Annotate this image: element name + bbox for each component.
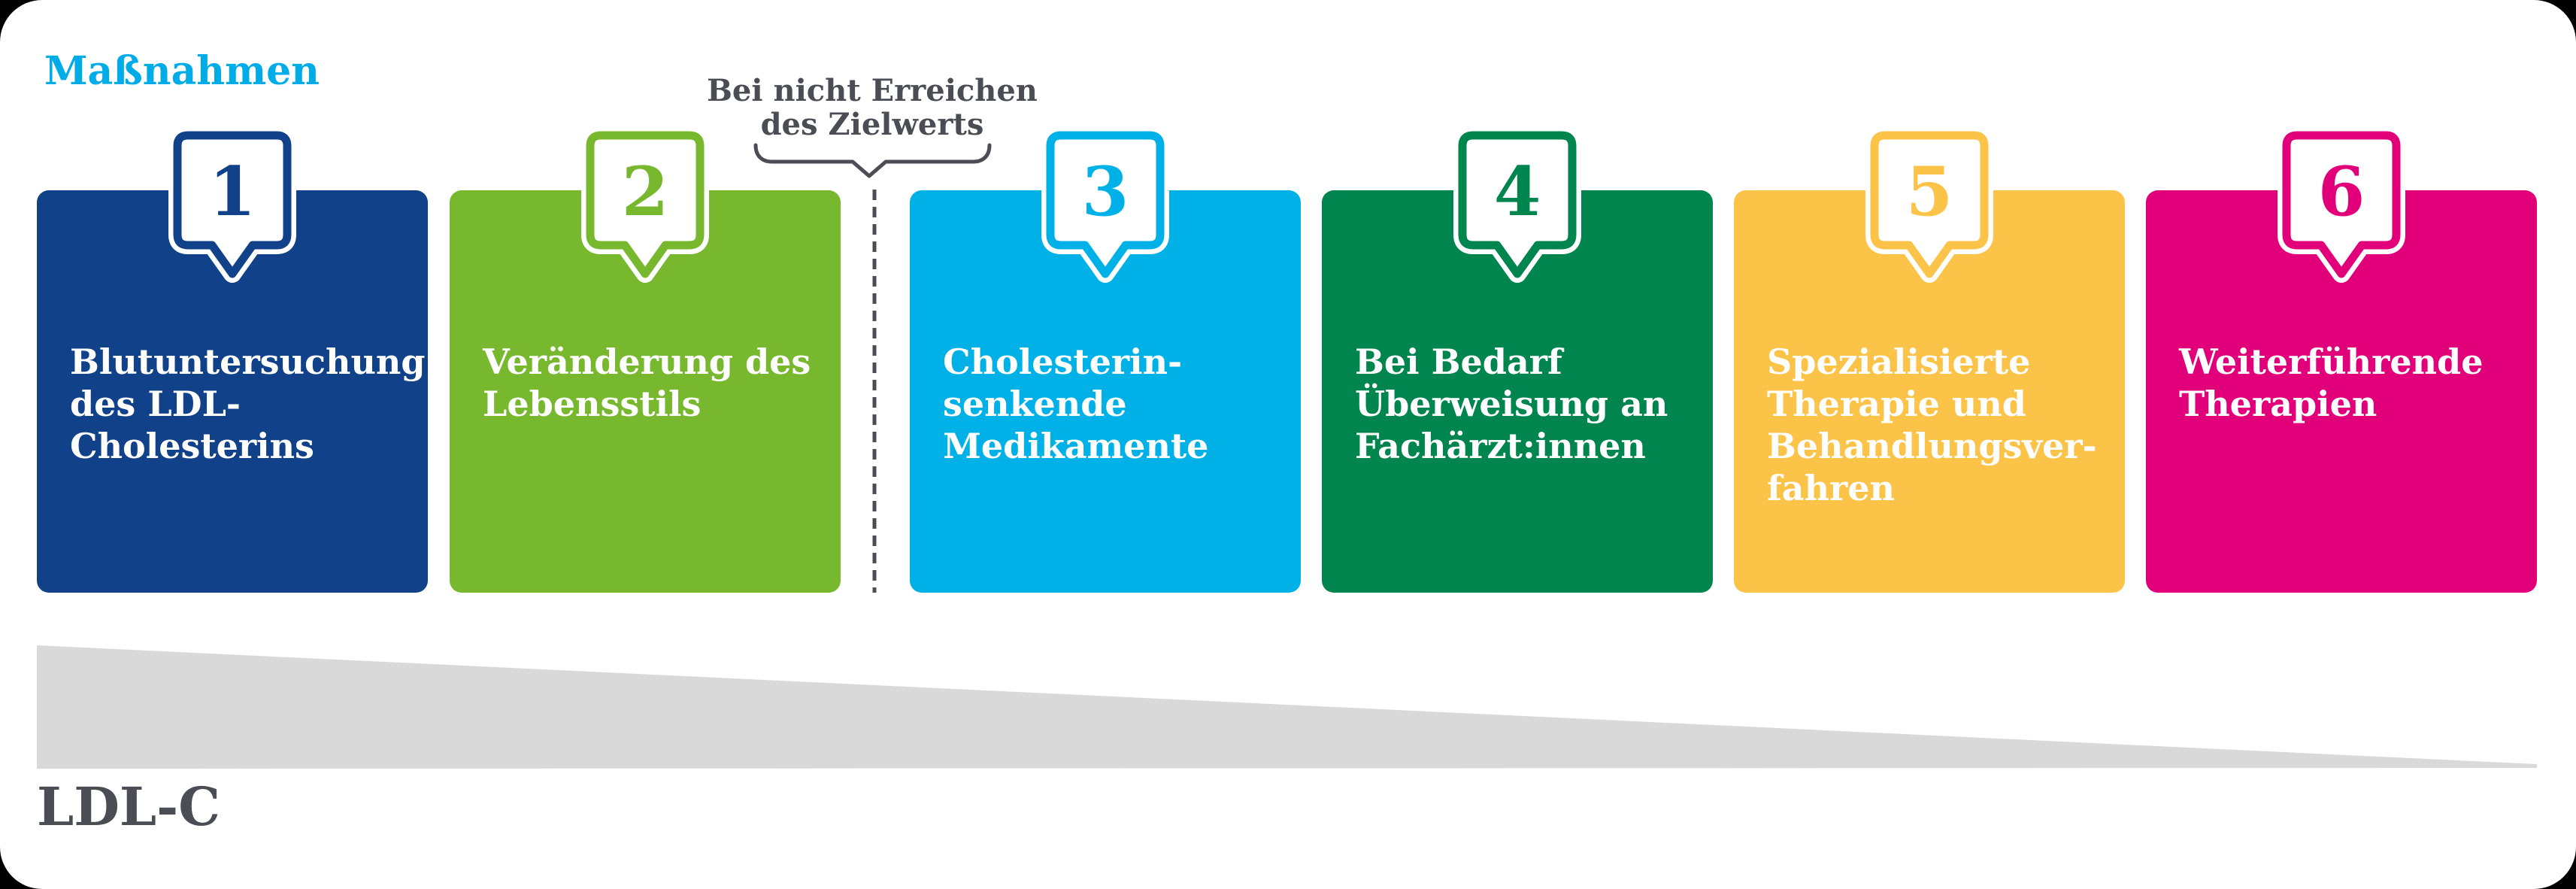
divider-note-text: Bei nicht Erreichen des Zielwerts [707, 73, 1038, 142]
step-label-6: Weiterführende Therapien [2179, 341, 2484, 424]
step-number-3: 3 [1082, 152, 1129, 232]
step-label-4: Bei Bedarf Überweisung an Fachärzt:innen [1355, 341, 1668, 466]
step-label-3: Cholesterin- senkende Medikamente [943, 341, 1209, 466]
step-number-1: 1 [209, 152, 256, 232]
step-number-6: 6 [2318, 152, 2365, 232]
page-title: Maßnahmen [44, 48, 320, 94]
step-number-badge-5: 5 [1865, 126, 1993, 283]
step-number-badge-3: 3 [1041, 126, 1169, 283]
step-number-badge-2: 2 [581, 126, 709, 283]
curly-brace-icon [753, 143, 992, 178]
ldl-c-axis-label: LDL-C [37, 775, 220, 838]
step-number-4: 4 [1494, 152, 1541, 232]
step-number-badge-6: 6 [2277, 126, 2405, 283]
step-number-badge-4: 4 [1453, 126, 1581, 283]
step-label-2: Veränderung des Lebensstils [483, 341, 811, 424]
step-card-1: Blutuntersuchung des LDL- Cholesterins [37, 190, 428, 593]
step-number-badge-1: 1 [168, 126, 296, 283]
step-number-2: 2 [622, 152, 669, 232]
step-card-4: Bei Bedarf Überweisung an Fachärzt:innen [1322, 190, 1713, 593]
step-label-5: Spezialisierte Therapie und Behandlungsv… [1767, 341, 2097, 508]
step-label-1: Blutuntersuchung des LDL- Cholesterins [70, 341, 426, 466]
step-number-5: 5 [1906, 152, 1953, 232]
step-card-5: Spezialisierte Therapie und Behandlungsv… [1734, 190, 2125, 593]
